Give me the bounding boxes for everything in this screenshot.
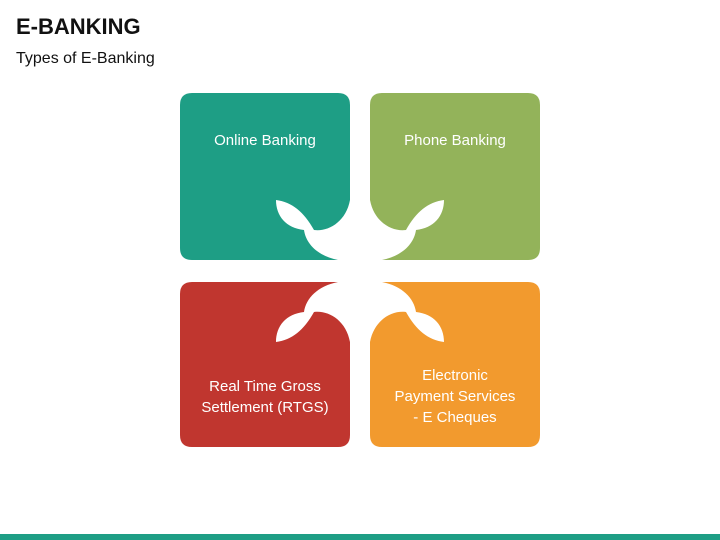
label-line: Settlement (RTGS) — [201, 399, 329, 416]
label-line: Payment Services — [394, 388, 516, 405]
label-line: Phone Banking — [404, 132, 506, 149]
label-line: Real Time Gross — [209, 378, 321, 395]
label-phone-banking: Phone Banking — [375, 130, 535, 151]
label-electronic-payment: Electronic Payment Services - E Cheques — [375, 365, 535, 428]
label-line: Online Banking — [214, 132, 316, 149]
label-line: - E Cheques — [413, 409, 497, 426]
puzzle-piece-rtgs — [180, 282, 350, 447]
label-online-banking: Online Banking — [185, 130, 345, 151]
puzzle-piece-online-banking — [180, 93, 350, 260]
bottom-accent-bar — [0, 534, 720, 540]
label-line: Electronic — [422, 367, 488, 384]
puzzle-piece-phone-banking — [370, 93, 540, 260]
puzzle-piece-electronic-payment — [370, 282, 540, 447]
label-rtgs: Real Time Gross Settlement (RTGS) — [185, 376, 345, 418]
slide-subtitle: Types of E-Banking — [16, 50, 155, 67]
slide-title: E-BANKING — [16, 14, 141, 39]
